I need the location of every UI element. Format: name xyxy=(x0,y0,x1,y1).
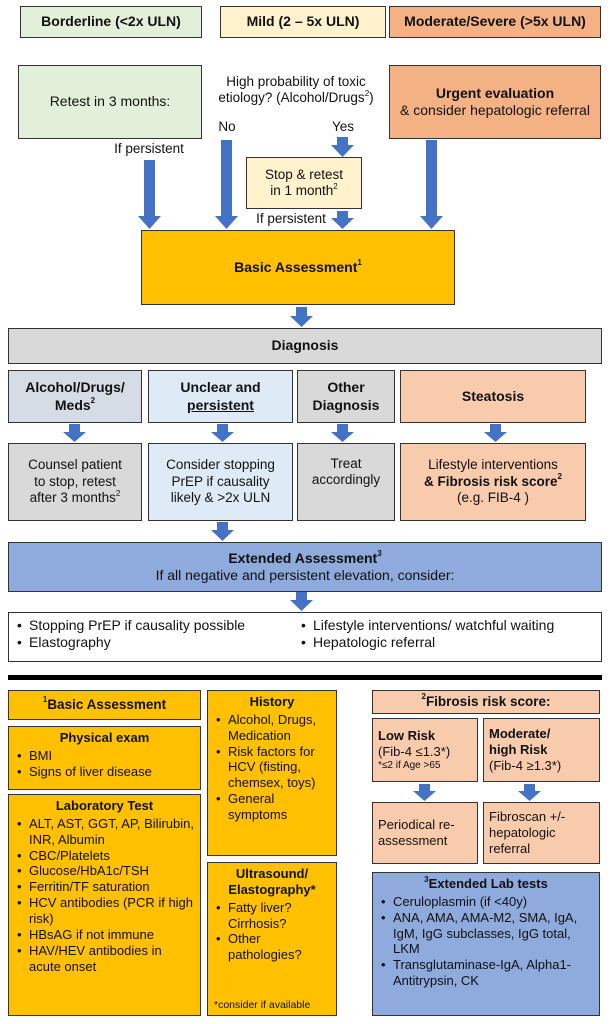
mild-box: Mild (2 – 5x ULN) xyxy=(220,6,386,38)
arrow-no-to-basic xyxy=(215,140,238,229)
arrow-basic-to-diagnosis xyxy=(290,307,313,327)
history-item: Risk factors for HCV (fisting, chemsex, … xyxy=(214,744,330,792)
physical-exam-panel: Physical exam BMI Signs of liver disease xyxy=(8,726,201,790)
toxic-question: High probability of toxic etiology? (Alc… xyxy=(218,74,374,106)
consider-item: Hepatologic referral xyxy=(299,634,599,651)
lab-item: HAV/HEV antibodies in acute onset xyxy=(15,943,194,975)
arrow-consider-to-extended xyxy=(211,522,234,541)
ext-lab-item: ANA, AMA, AMA-M2, SMA, IgA, IgM, IgG sub… xyxy=(379,910,593,958)
consider-item: Lifestyle interventions/ watchful waitin… xyxy=(299,617,599,634)
ultrasound-footnote: *consider if available xyxy=(214,999,311,1012)
lifestyle-box: Lifestyle interventions & Fibrosis risk … xyxy=(400,443,586,521)
arrow-steatosis-to-lifestyle xyxy=(484,424,507,442)
ext-lab-item: Ceruloplasmin (if <40y) xyxy=(379,894,593,910)
lab-item: CBC/Platelets xyxy=(15,848,194,864)
fibrosis-header: 2Fibrosis risk score: xyxy=(372,690,600,714)
history-panel: History Alcohol, Drugs, Medication Risk … xyxy=(207,690,337,856)
lab-item: HCV antibodies (PCR if high risk) xyxy=(15,895,194,927)
ultrasound-item: Other pathologies? xyxy=(214,931,330,963)
arrow-other-to-treat xyxy=(331,424,354,442)
arrow-extended-to-items xyxy=(290,592,313,611)
urgent-box: Urgent evaluation & consider hepatologic… xyxy=(389,65,601,139)
arrow-alcohol-to-counsel xyxy=(63,424,86,442)
consider-items-box: Stopping PrEP if causality possible Elas… xyxy=(8,612,602,662)
ultrasound-panel: Ultrasound/ Elastography* Fatty liver? C… xyxy=(207,862,337,1016)
lab-item: Ferritin/TF saturation xyxy=(15,879,194,895)
diagnosis-box: Diagnosis xyxy=(8,328,602,364)
label-yes: Yes xyxy=(331,119,355,134)
arrow-yes-to-stop xyxy=(331,137,354,157)
moderate-high-risk-box: Moderate/ high Risk (Fib-4 ≥1.3*) xyxy=(483,718,600,782)
history-item: Alcohol, Drugs, Medication xyxy=(214,712,330,744)
extended-assessment-box: Extended Assessment3 If all negative and… xyxy=(8,542,602,592)
lab-item: ALT, AST, GGT, AP, Bilirubin, INR, Album… xyxy=(15,816,194,848)
treat-box: Treat accordingly xyxy=(297,443,395,521)
low-risk-box: Low Risk (Fib-4 ≤1.3*) *≤2 if Age >65 xyxy=(372,718,478,782)
periodical-box: Periodical re-assessment xyxy=(372,802,478,864)
moderate-severe-box: Moderate/Severe (>5x ULN) xyxy=(389,6,601,38)
consider-item: Elastography xyxy=(15,634,305,651)
laboratory-test-panel: Laboratory Test ALT, AST, GGT, AP, Bilir… xyxy=(8,794,201,1016)
ext-lab-item: Transglutaminase-IgA, Alpha1-Antitrypsin… xyxy=(379,957,593,989)
arrow-unclear-to-consider xyxy=(211,424,234,442)
label-no: No xyxy=(218,119,236,134)
arrow-low-to-periodical xyxy=(413,784,436,801)
counsel-box: Counsel patient to stop, retest after 3 … xyxy=(8,443,142,521)
steatosis-box: Steatosis xyxy=(400,370,586,423)
basic-panel-header: 1Basic Assessment xyxy=(8,690,201,720)
other-diagnosis-box: Other Diagnosis xyxy=(297,370,395,423)
if-persistent-mid: If persistent xyxy=(256,211,326,226)
arrow-urgent-to-basic xyxy=(420,140,443,229)
stop-retest-box: Stop & retest in 1 month2 xyxy=(246,157,362,209)
alcohol-drugs-meds-box: Alcohol/Drugs/ Meds2 xyxy=(8,370,142,423)
lab-item: Glucose/HbA1c/TSH xyxy=(15,863,194,879)
separator-line xyxy=(8,675,602,680)
consider-stopping-box: Consider stopping PrEP if causality like… xyxy=(148,443,293,521)
lab-item: HBsAG if not immune xyxy=(15,927,194,943)
unclear-persistent-box: Unclear and persistent xyxy=(148,370,293,423)
if-persistent-left: If persistent xyxy=(114,141,184,156)
ultrasound-item: Fatty liver? Cirrhosis? xyxy=(214,900,330,932)
retest-box: Retest in 3 months: xyxy=(18,65,202,139)
fibroscan-box: Fibroscan +/- hepatologic referral xyxy=(483,802,600,864)
arrow-retest-to-basic xyxy=(138,160,161,229)
physical-item: Signs of liver disease xyxy=(15,764,194,780)
arrow-stop-to-basic xyxy=(331,211,354,229)
extended-lab-panel: 3Extended Lab tests Ceruloplasmin (if <4… xyxy=(372,872,600,1016)
arrow-mod-to-fibroscan xyxy=(518,784,541,801)
borderline-box: Borderline (<2x ULN) xyxy=(20,6,202,38)
consider-item: Stopping PrEP if causality possible xyxy=(15,617,305,634)
physical-item: BMI xyxy=(15,748,194,764)
basic-assessment-box: Basic Assessment1 xyxy=(141,230,455,305)
history-item: General symptoms xyxy=(214,791,330,823)
